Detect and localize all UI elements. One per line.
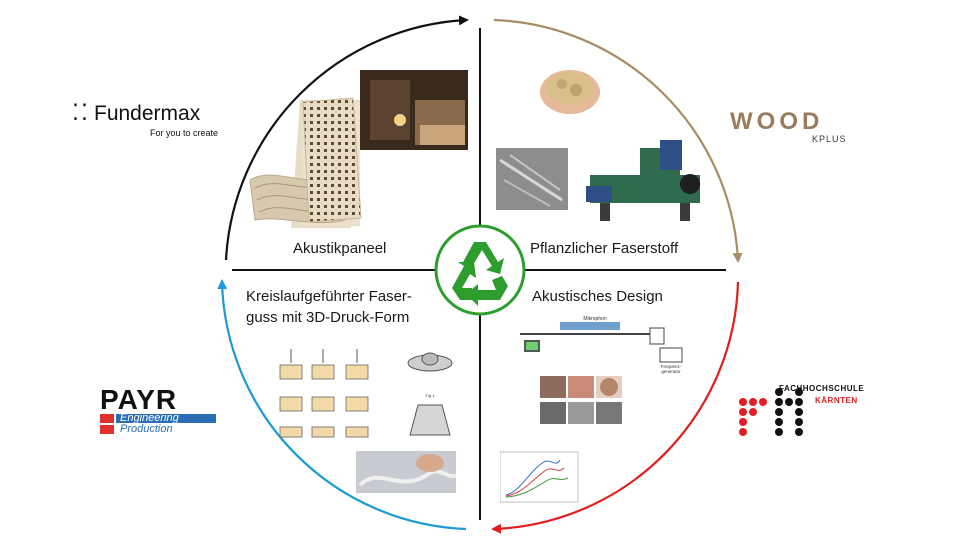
- wood-kplus-sub: KPLUS: [812, 134, 847, 144]
- fig1-label: Fig 1: [426, 393, 436, 398]
- mikrophon-label: Mikrophon: [583, 316, 607, 322]
- wood-kplus-logo: WOOD KPLUS: [730, 108, 860, 148]
- fh-dots-icon: [739, 388, 803, 436]
- label-akustikpaneel: Akustikpaneel: [293, 240, 387, 257]
- payr-line1: Engineering: [120, 412, 179, 424]
- fundermax-tagline: For you to create: [150, 128, 219, 138]
- label-pflanzlicher-faserstoff: Pflanzlicher Faserstoff: [530, 240, 679, 257]
- arc-top-right: [493, 18, 743, 263]
- payr-line2: Production: [120, 423, 173, 435]
- wood-name: WOOD: [730, 108, 824, 135]
- recycle-icon: [452, 242, 508, 306]
- arc-bottom-right: [491, 281, 740, 534]
- payr-red-bar-2: [100, 425, 114, 434]
- payr-red-bar: [100, 414, 114, 423]
- fundermax-dots: ⁚⁚: [72, 100, 90, 125]
- acoustic-panel-images: [249, 70, 468, 224]
- payr-logo: PAYR Engineering Production: [100, 384, 220, 440]
- fh-line1: FACHHOCHSCHULE: [779, 384, 865, 393]
- frequenz-label: Frequenz-: [661, 364, 682, 369]
- fh-line2: KÄRNTEN: [815, 396, 858, 405]
- label-kreislauf-line2: guss mit 3D-Druck-Form: [246, 309, 410, 326]
- fundermax-logo: ⁚⁚ Fundermax For you to create: [72, 100, 232, 140]
- generator-label: generator: [661, 369, 681, 374]
- acoustic-design-images: Mikrophon Frequenz- generator: [500, 316, 683, 503]
- arc-bottom-left: [217, 279, 467, 531]
- label-akustisches-design: Akustisches Design: [532, 288, 663, 305]
- recycle-circle: [434, 224, 526, 316]
- plant-fiber-images: [496, 70, 700, 221]
- payr-name: PAYR: [100, 384, 178, 415]
- arc-top-left: [224, 15, 469, 261]
- label-kreislauf-line1: Kreislaufgeführter Faser-: [246, 288, 412, 305]
- fundermax-name: Fundermax: [94, 102, 201, 125]
- fiber-casting-images: Fig 1: [279, 349, 458, 493]
- payr-blue-bar: [116, 414, 216, 423]
- fh-kaernten-logo: FACHHOCHSCHULE KÄRNTEN: [737, 384, 877, 438]
